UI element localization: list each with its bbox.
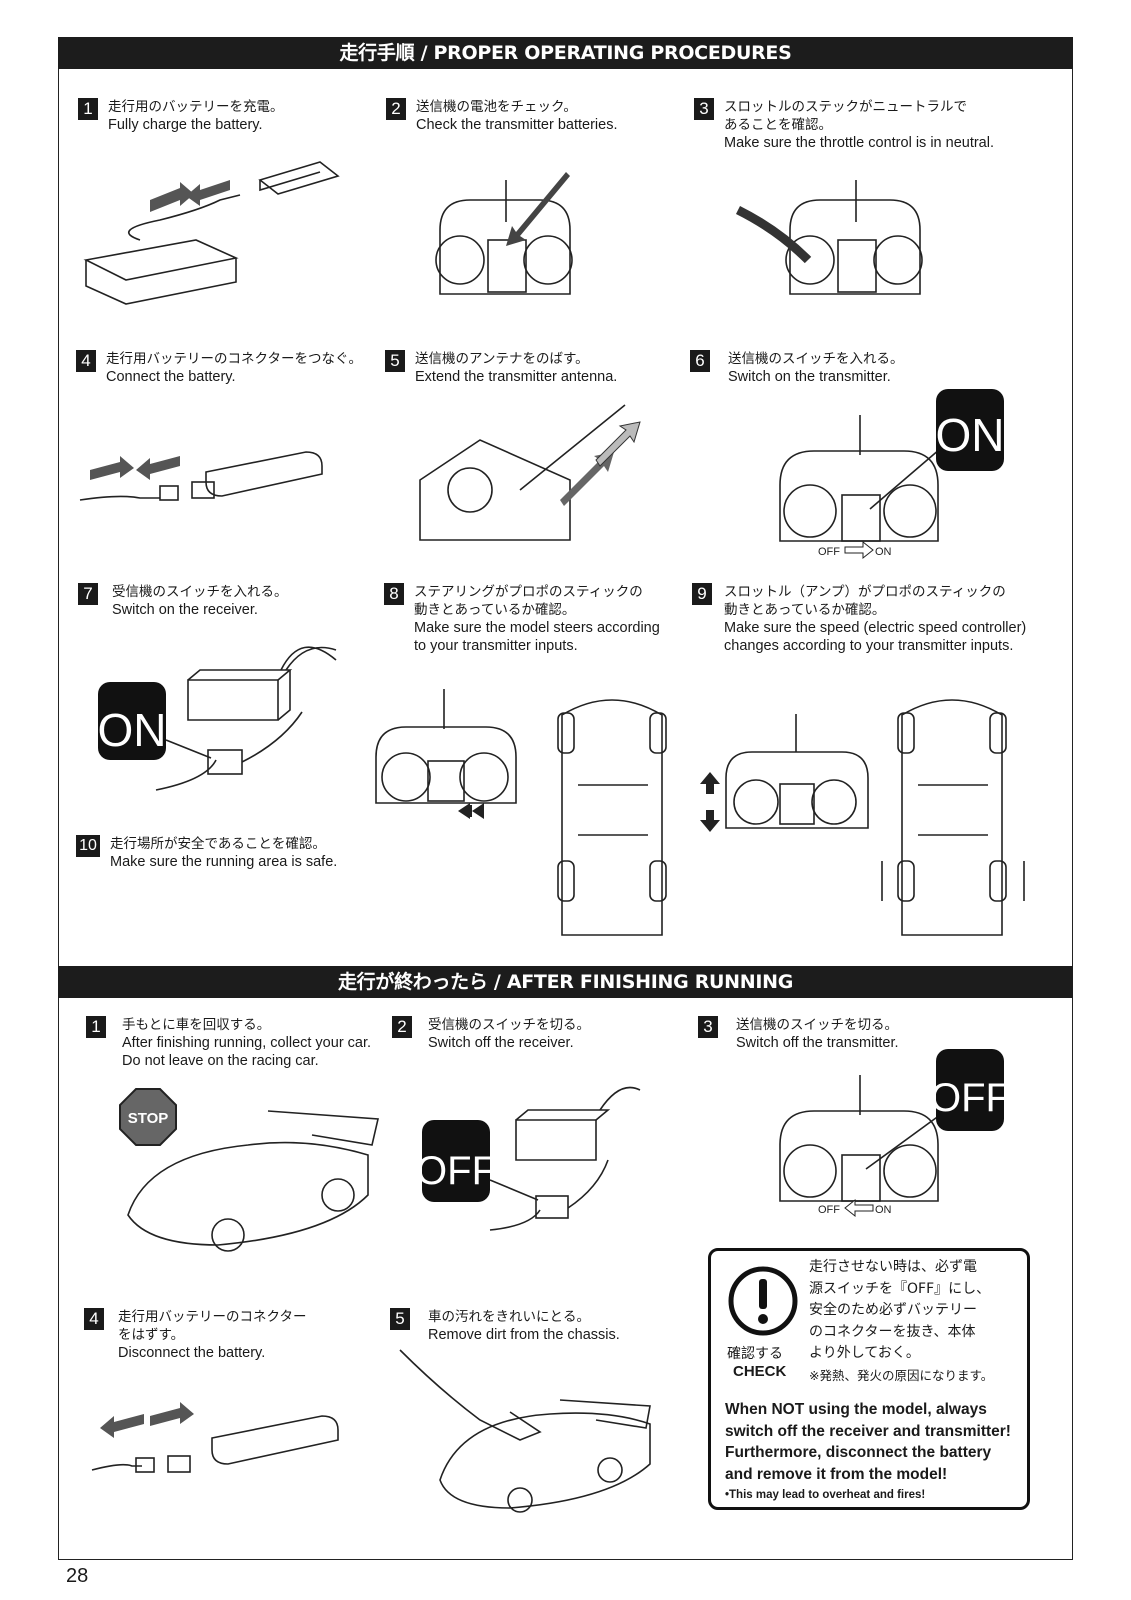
on-label: ON (936, 409, 1005, 461)
step-number: 3 (698, 1016, 718, 1038)
stop-sign-label: STOP (128, 1110, 169, 1127)
exclamation-icon (728, 1266, 798, 1336)
step-number: 8 (384, 583, 404, 605)
off-label: OFF (416, 1149, 496, 1193)
check-jp-note: ※発熱、発火の原因になります。 (809, 1367, 994, 1383)
check-en-note: •This may lead to overheat and fires! (725, 1489, 926, 1501)
step-text-en-2: Do not leave on the racing car. (122, 1053, 319, 1069)
procedures-banner: 走行手順 / PROPER OPERATING PROCEDURES (58, 37, 1073, 69)
check-en-line: and remove it from the model! (725, 1465, 948, 1483)
step-text-jp: 走行用バッテリーのコネクター (118, 1309, 307, 1325)
step-text-en: Switch off the transmitter. (736, 1035, 899, 1051)
step-text-en: Make sure the throttle control is in neu… (724, 135, 994, 151)
step-text-jp: 受信機のスイッチを入れる。 (112, 584, 288, 600)
step-text-jp: 送信機の電池をチェック。 (416, 99, 577, 115)
transmitter-on-illustration: ON OFF ON (779, 389, 1005, 560)
receiver-on-illustration: ON (98, 646, 337, 791)
check-jp-line: 安全のため必ずバッテリー (809, 1302, 977, 1318)
throttle-transmitter-illustration (700, 714, 869, 832)
step-text-en: Make sure the model steers according (414, 620, 660, 636)
step-text-en: Remove dirt from the chassis. (428, 1327, 620, 1343)
step-text-jp: 送信機のスイッチを切る。 (736, 1017, 898, 1033)
step-number: 2 (392, 1016, 412, 1038)
transmitter-off-illustration: OFF OFF ON (779, 1049, 1010, 1218)
step-text-en: Make sure the running area is safe. (110, 854, 338, 870)
check-text-jp: 走行させない時は、必ず電 源スイッチを『OFF』にし、 安全のため必ずバッテリー… (809, 1257, 993, 1386)
step-text-en: Switch on the receiver. (112, 602, 258, 618)
step-number: 10 (76, 835, 100, 857)
charger-battery-illustration (83, 161, 340, 305)
off-label: OFF (930, 1076, 1010, 1120)
step-number: 1 (78, 98, 98, 120)
step-text-en: Extend the transmitter antenna. (415, 369, 618, 385)
step-number: 3 (694, 98, 714, 120)
step-text-jp: 送信機のスイッチを入れる。 (728, 351, 904, 367)
step-number: 2 (386, 98, 406, 120)
step-text-jp: 走行場所が安全であることを確認。 (110, 836, 326, 852)
step-number: 4 (76, 350, 96, 372)
step-text-en: Make sure the speed (electric speed cont… (724, 620, 1027, 636)
step-text-en: Switch off the receiver. (428, 1035, 574, 1051)
car-top-view-throttle (881, 699, 1025, 936)
step-text-jp: スロットル（アンプ）がプロポのスティックの (724, 584, 1006, 600)
step-number: 1 (86, 1016, 106, 1038)
check-jp-line: 走行させない時は、必ず電 (809, 1259, 977, 1275)
step-text-jp: 手もとに車を回収する。 (122, 1017, 271, 1033)
step-text-en: After finishing running, collect your ca… (122, 1035, 372, 1051)
step-text-jp-2: あることを確認。 (724, 117, 832, 133)
car-top-view-steering (557, 699, 667, 936)
steering-transmitter-illustration (375, 689, 517, 819)
check-jp-line: のコネクターを抜き、本体 (809, 1323, 976, 1340)
check-jp-line: 源スイッチを『OFF』にし、 (809, 1280, 991, 1297)
switch-off-label: OFF (818, 1204, 840, 1216)
check-en-line: switch off the receiver and transmitter! (725, 1422, 1011, 1440)
step-number: 4 (84, 1308, 104, 1330)
step-text-jp: 走行用バッテリーのコネクターをつなぐ。 (106, 351, 362, 367)
step-text-en-2: to your transmitter inputs. (414, 638, 578, 654)
step-text-en: Fully charge the battery. (108, 117, 263, 133)
step-text-en: Check the transmitter batteries. (416, 117, 618, 133)
battery-connect-illustration (79, 451, 323, 501)
cleaning-car-illustration (399, 1349, 651, 1513)
step-number: 7 (78, 583, 98, 605)
step-text-jp: 車の汚れをきれいにとる。 (428, 1309, 590, 1325)
car-stop-illustration: STOP (119, 1088, 379, 1252)
step-text-jp: ステアリングがプロポのスティックの (414, 584, 643, 600)
step-text-en: Connect the battery. (106, 369, 236, 385)
on-label: ON (98, 704, 167, 756)
switch-on-label: ON (875, 1204, 892, 1216)
check-en-line: When NOT using the model, always (725, 1401, 987, 1418)
step-text-jp: 送信機のアンテナをのばす。 (415, 351, 589, 367)
step-text-jp-2: 動きとあっているか確認。 (414, 602, 576, 618)
step-number: 9 (692, 583, 712, 605)
page-number: 28 (66, 1565, 89, 1587)
transmitter-illustration (435, 172, 573, 295)
step-number: 5 (385, 350, 405, 372)
after-running-banner: 走行が終わったら / AFTER FINISHING RUNNING (58, 966, 1073, 998)
step-number: 5 (390, 1308, 410, 1330)
transmitter-throttle-illustration (735, 180, 923, 295)
step-text-en: Disconnect the battery. (118, 1345, 266, 1361)
check-jp-line: より外しておく。 (809, 1345, 920, 1361)
battery-disconnect-illustration (91, 1402, 339, 1473)
antenna-extend-illustration (419, 404, 641, 541)
check-text-en: When NOT using the model, always switch … (725, 1399, 1011, 1505)
step-text-en: Switch on the transmitter. (728, 369, 891, 385)
step-number: 6 (690, 350, 710, 372)
check-label-jp: 確認する (727, 1346, 783, 1362)
step-text-jp-2: 動きとあっているか確認。 (724, 602, 886, 618)
step-text-en-2: changes according to your transmitter in… (724, 638, 1014, 654)
step-text-jp: スロットルのステックがニュートラルで (724, 99, 967, 115)
switch-on-label: ON (875, 546, 892, 558)
check-label-en: CHECK (733, 1363, 787, 1380)
switch-off-label: OFF (818, 546, 840, 558)
step-text-jp: 受信機のスイッチを切る。 (428, 1017, 590, 1033)
step-text-jp-2: をはずす。 (118, 1327, 185, 1343)
safety-check-box: 確認する CHECK 走行させない時は、必ず電 源スイッチを『OFF』にし、 安… (708, 1248, 1030, 1510)
step-text-jp: 走行用のバッテリーを充電。 (108, 99, 284, 115)
check-en-line: Furthermore, disconnect the battery (725, 1444, 992, 1461)
receiver-off-illustration: OFF (416, 1086, 641, 1231)
